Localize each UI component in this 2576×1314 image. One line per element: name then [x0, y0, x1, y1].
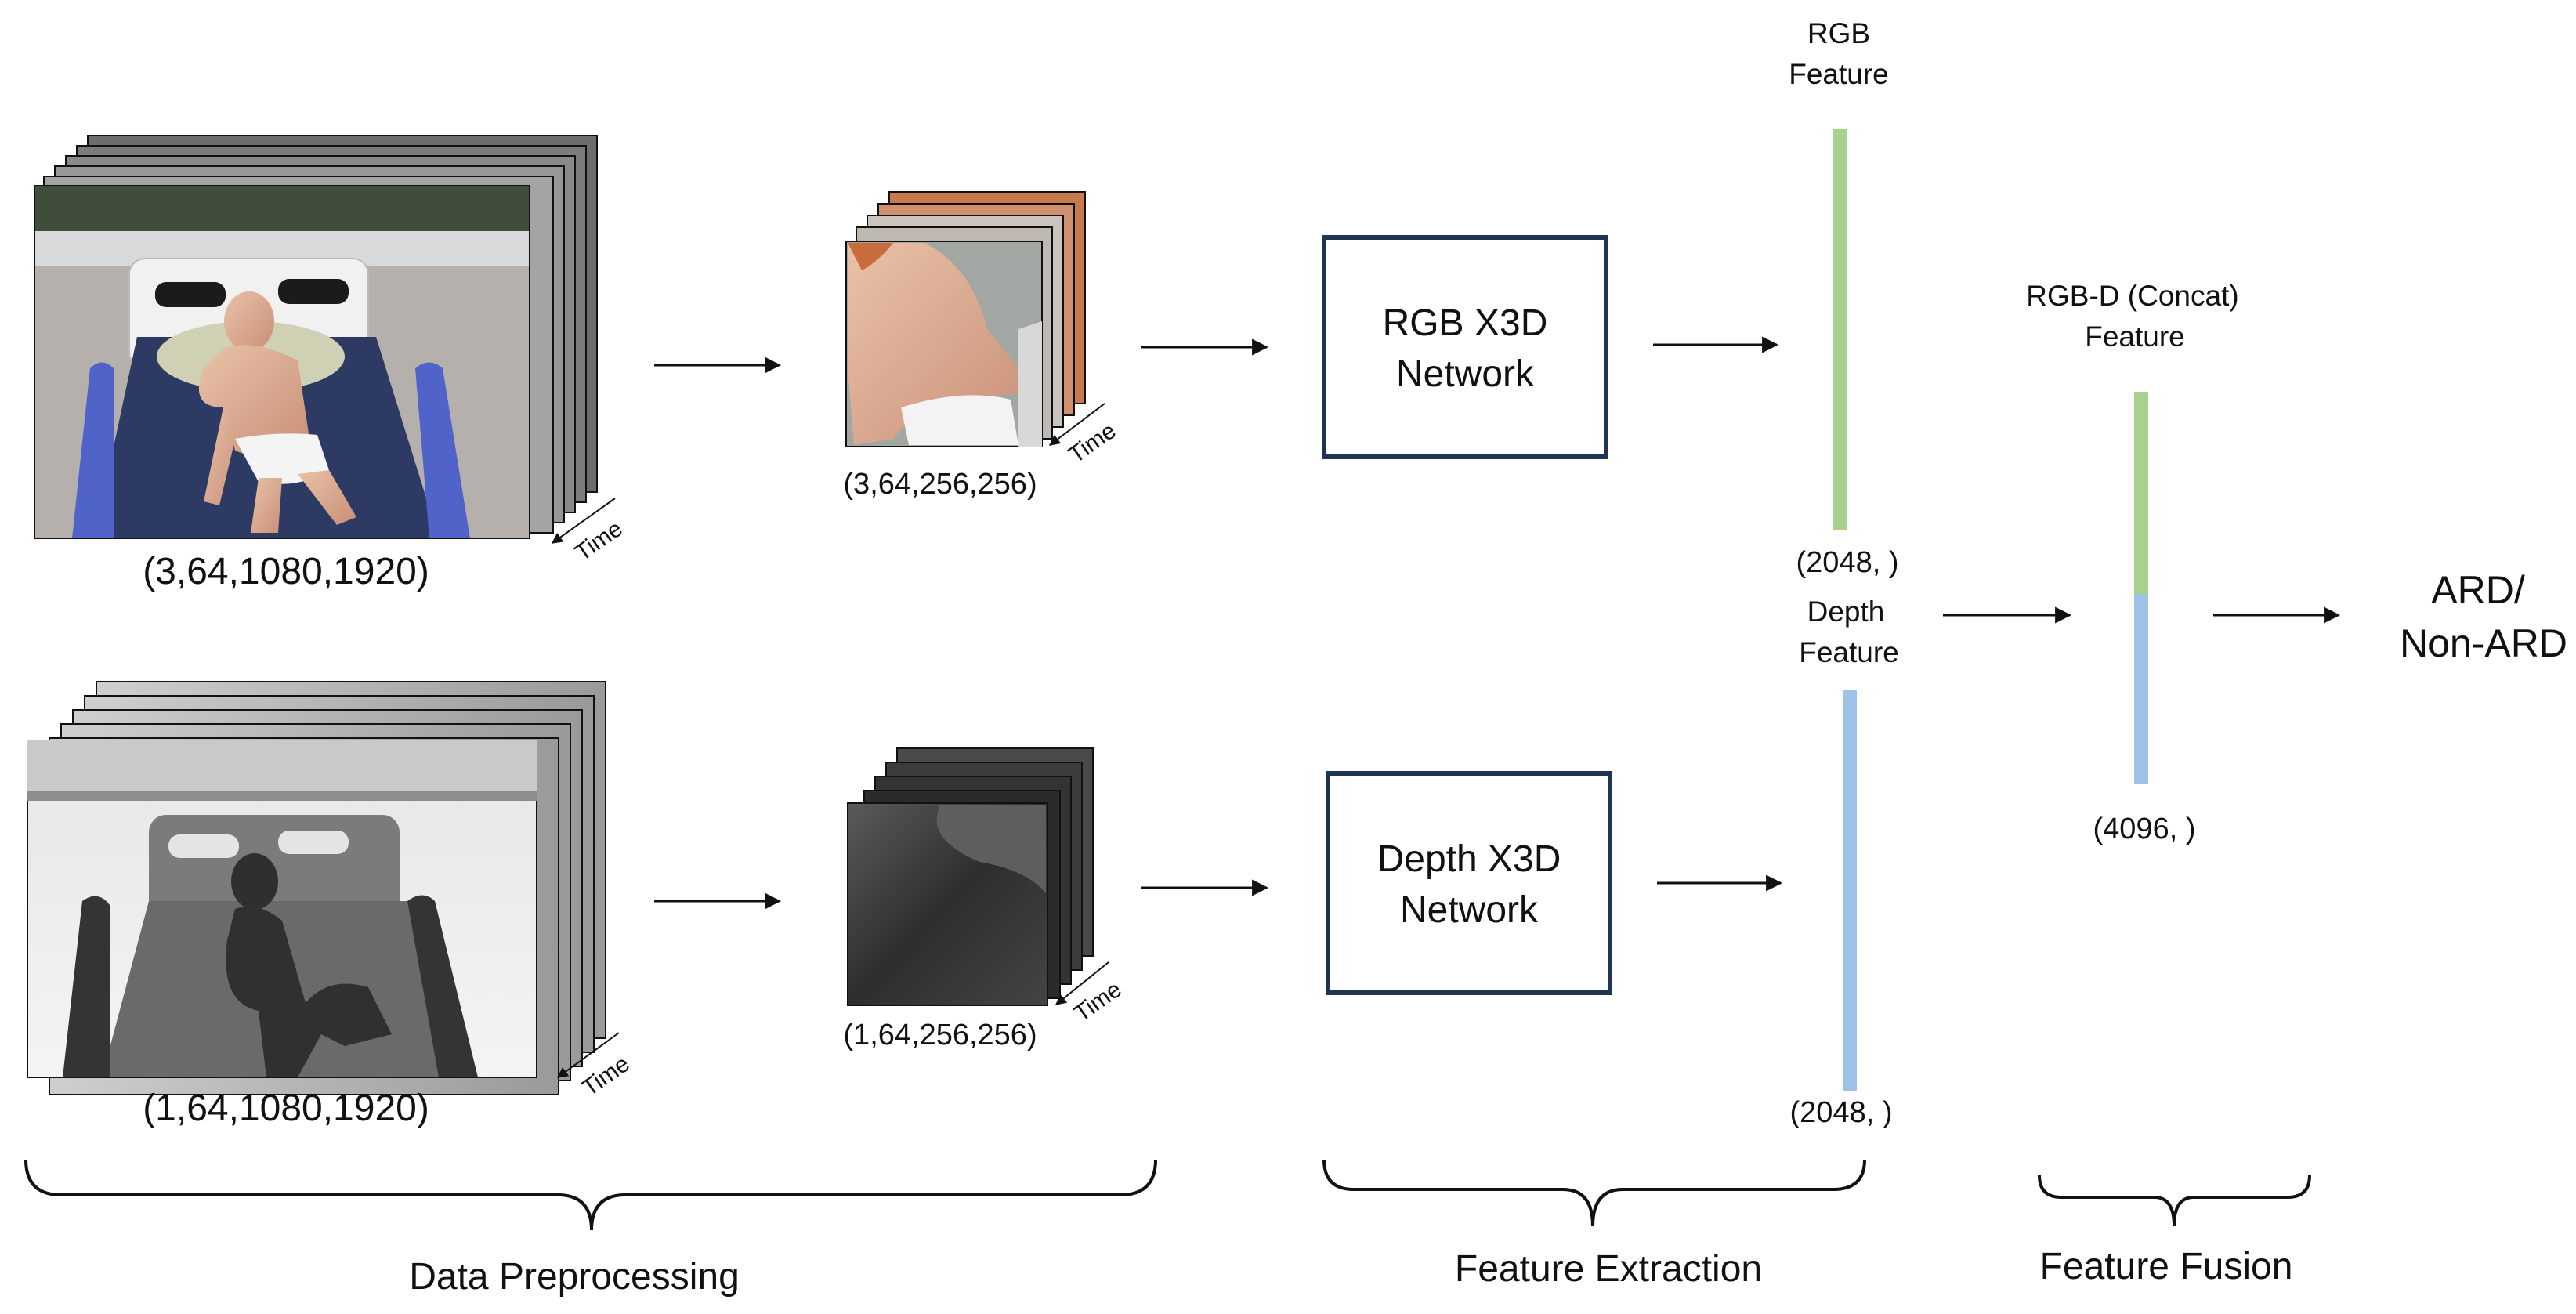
extraction-brace — [1322, 1159, 1866, 1227]
rgb-input-frame-image — [34, 185, 530, 539]
section-feature-fusion: Feature Fusion — [2040, 1246, 2293, 1287]
depth-input-frame-image — [27, 740, 537, 1078]
output-label-line2: Non-ARD — [2400, 621, 2567, 665]
depth-network-label-line2: Network — [1400, 889, 1539, 931]
rgb-network-label-line1: RGB X3D — [1383, 302, 1548, 344]
rgb-feature-dim: (2048, ) — [1796, 546, 1899, 579]
concat-feature-dim: (4096, ) — [2093, 813, 2196, 845]
rgb-feature-title-line2: Feature — [1789, 58, 1889, 90]
depth-input-time-label: Time — [577, 1051, 635, 1102]
depth-feature-title-line2: Feature — [1799, 636, 1899, 668]
depth-crop-frame-image — [847, 802, 1048, 1006]
rgb-input-shape: (3,64,1080,1920) — [143, 551, 429, 592]
rgb-crop-frame-image — [845, 241, 1043, 447]
depth-network-label-line1: Depth X3D — [1377, 838, 1561, 880]
depth-x3d-network-box: Depth X3D Network — [1326, 771, 1612, 995]
rgb-crop-time-label: Time — [1064, 418, 1121, 469]
depth-feature-vector — [1843, 690, 1857, 1091]
concat-feature-title-line2: Feature — [2085, 320, 2185, 353]
concat-feature-title-line1: RGB-D (Concat) — [2026, 280, 2238, 312]
concat-feature-depth-part — [2134, 594, 2148, 784]
rgb-network-label-line2: Network — [1396, 353, 1535, 395]
section-data-preprocessing: Data Preprocessing — [409, 1256, 740, 1298]
fusion-brace — [2038, 1175, 2311, 1227]
concat-feature-rgb-part — [2134, 392, 2148, 594]
preprocessing-brace — [24, 1159, 1157, 1231]
section-feature-extraction: Feature Extraction — [1455, 1248, 1762, 1290]
rgb-feature-title-line1: RGB — [1807, 17, 1870, 49]
rgb-crop-shape: (3,64,256,256) — [843, 468, 1037, 501]
rgb-x3d-network-box: RGB X3D Network — [1322, 235, 1608, 459]
output-label-line1: ARD/ — [2431, 568, 2525, 612]
depth-input-shape: (1,64,1080,1920) — [143, 1088, 429, 1129]
depth-feature-dim: (2048, ) — [1790, 1096, 1893, 1129]
rgb-feature-vector — [1833, 129, 1847, 530]
depth-crop-shape: (1,64,256,256) — [843, 1019, 1037, 1052]
depth-feature-title-line1: Depth — [1807, 595, 1885, 628]
depth-crop-time-label: Time — [1069, 976, 1127, 1027]
